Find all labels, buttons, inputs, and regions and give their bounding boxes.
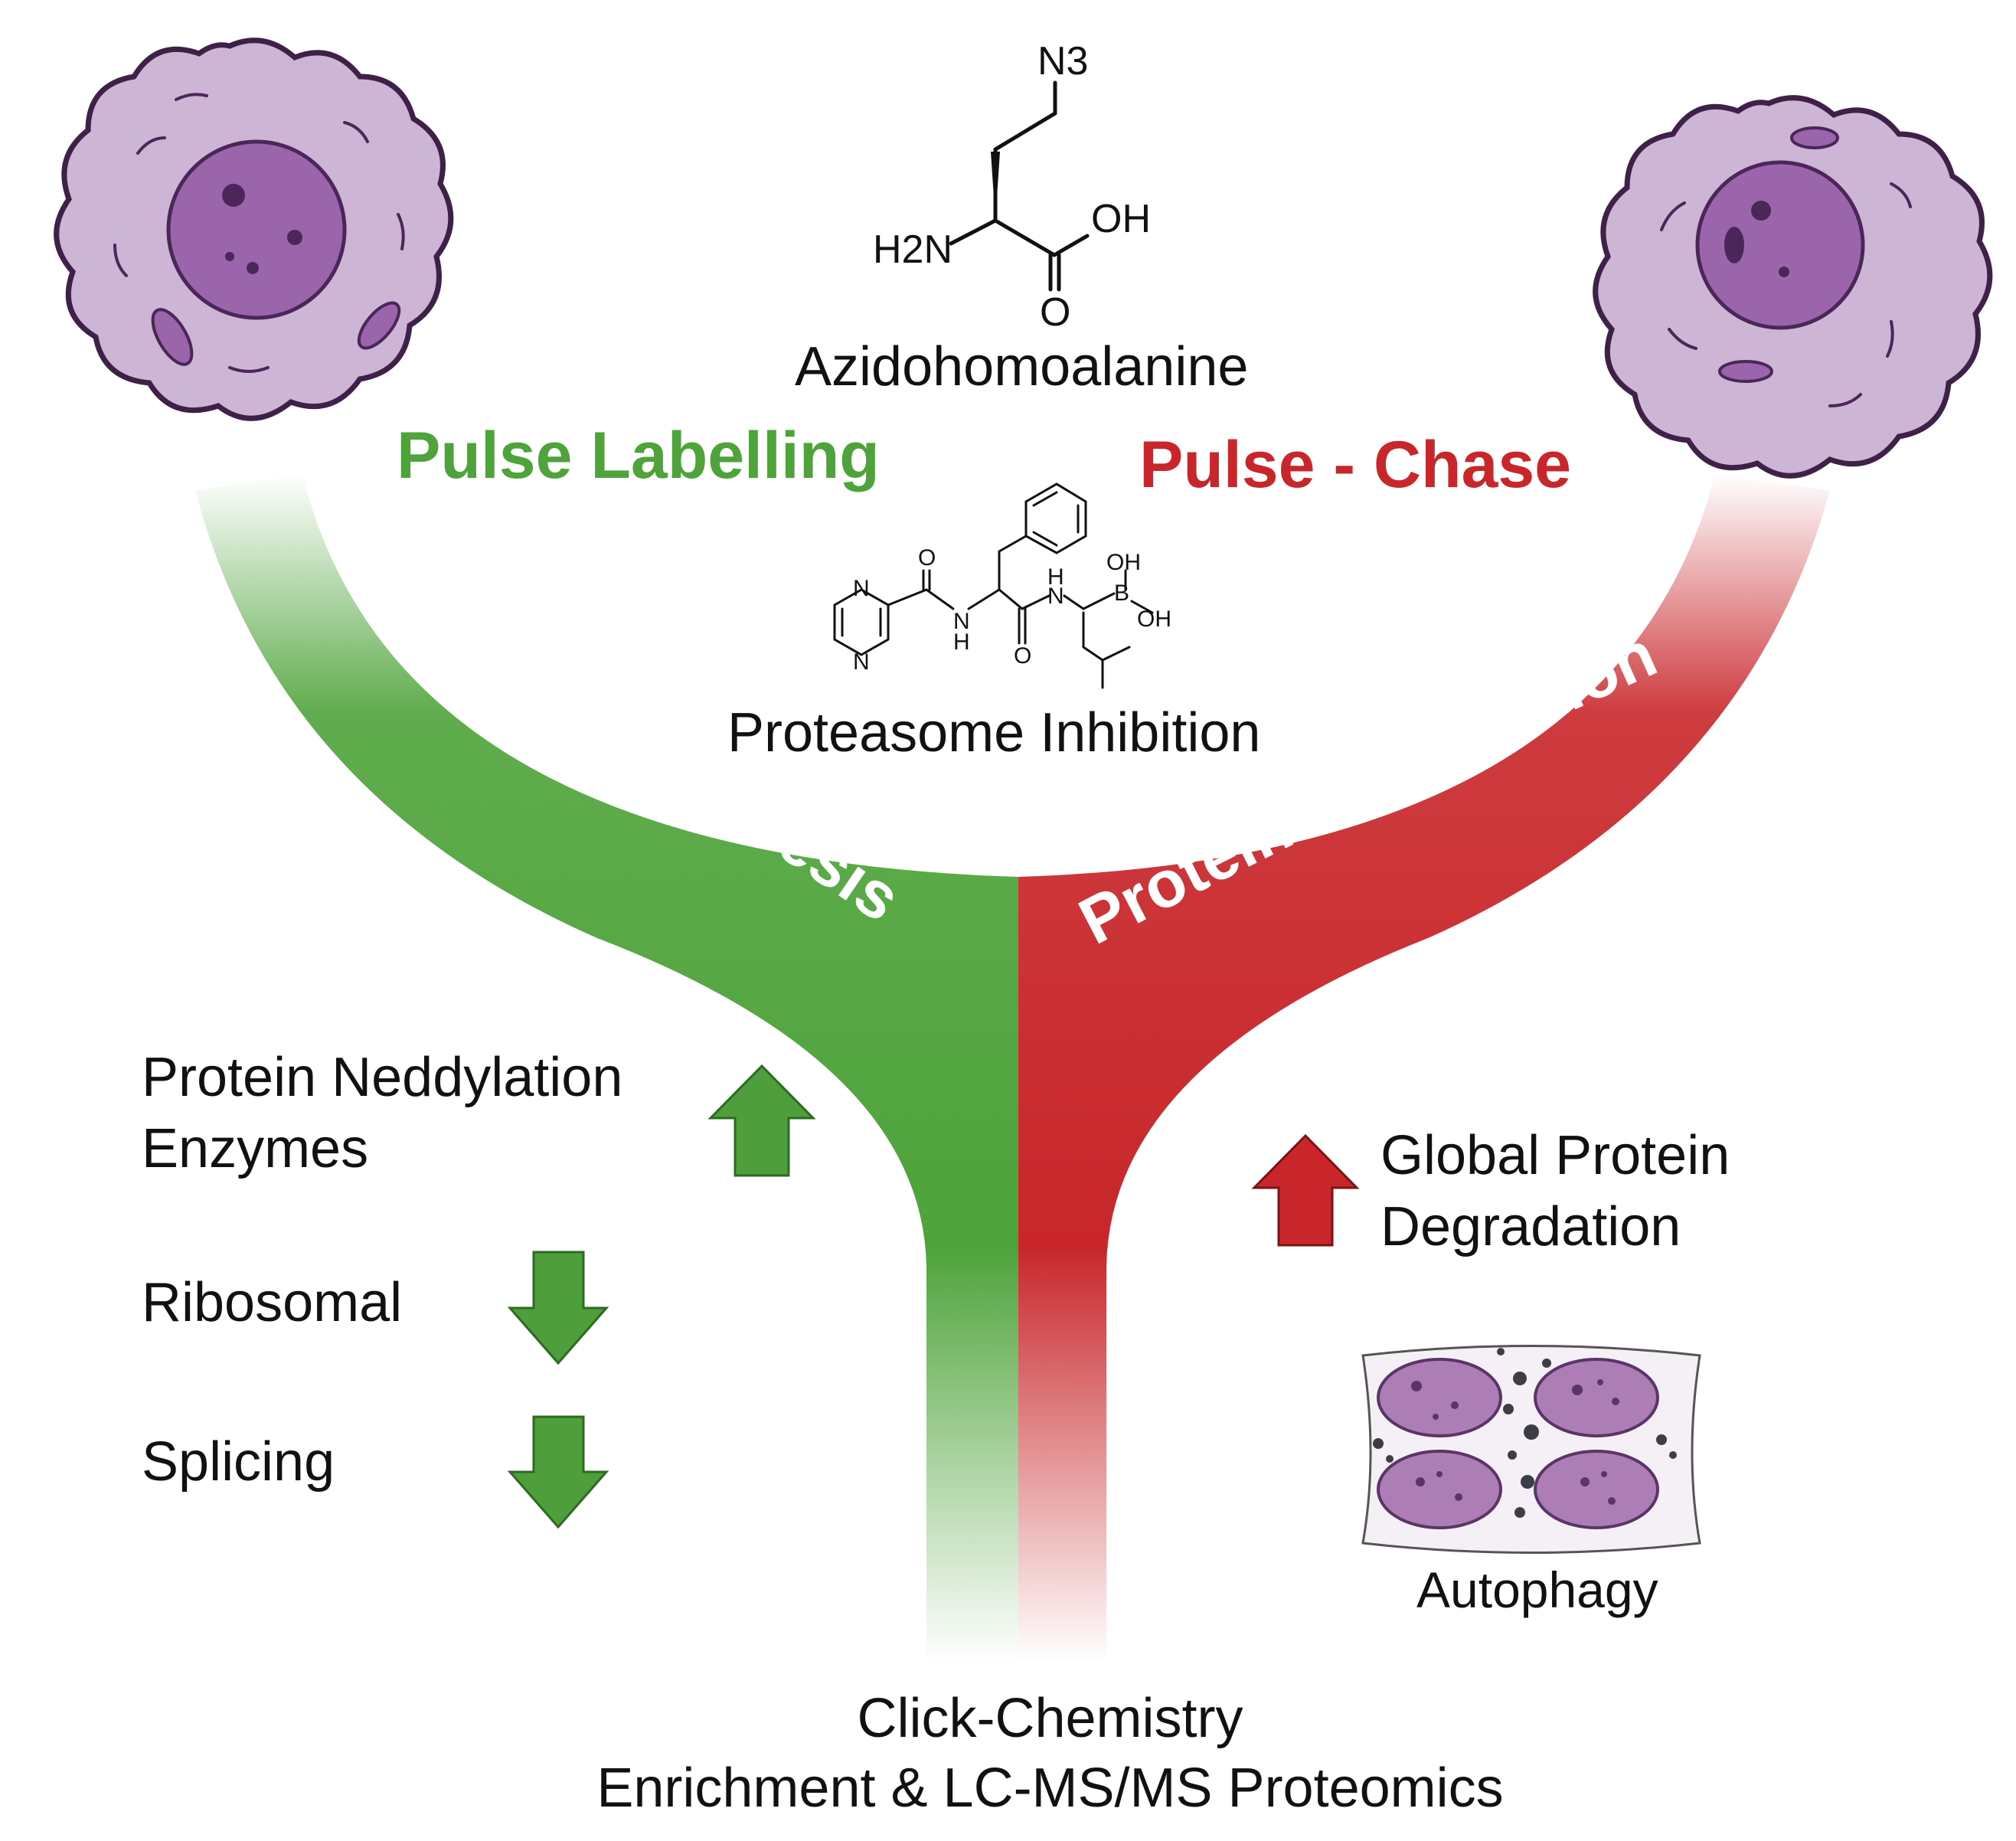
- arrow-down-ribosomal-icon: [507, 1251, 609, 1365]
- atom-o1: O: [918, 545, 936, 571]
- synthesis-band: [195, 475, 1018, 1662]
- atom-oh: OH: [1091, 197, 1151, 241]
- molecule-name-azidohomoalanine: Azidohomoalanine: [795, 336, 1249, 397]
- atom-b: B: [1114, 580, 1130, 606]
- atom-nh1-h: H: [953, 629, 970, 655]
- atom-pyrazine-n2: N: [853, 649, 870, 675]
- arrow-up-degradation-icon: [1251, 1133, 1360, 1247]
- arrow-up-neddylation-icon: [707, 1064, 816, 1177]
- cell-left-icon: [54, 38, 454, 421]
- cell-right-icon: [1593, 95, 1993, 479]
- atom-nh2-h: H: [1047, 564, 1064, 590]
- atom-nh1-n: N: [953, 609, 970, 634]
- title-pulse-labelling: Pulse Labelling: [397, 419, 880, 492]
- label-global-protein-degradation: Global Protein Degradation: [1380, 1125, 1730, 1258]
- atom-o: O: [1040, 290, 1071, 335]
- atom-n3: N3: [1037, 39, 1089, 83]
- atom-oh1: OH: [1106, 550, 1141, 575]
- proteasome-inhibitor-structure: [833, 482, 1154, 689]
- arrow-down-splicing-icon: [507, 1415, 609, 1529]
- label-splicing: Splicing: [142, 1431, 335, 1493]
- atom-pyrazine-n1: N: [853, 576, 870, 601]
- title-pulse-chase: Pulse - Chase: [1139, 428, 1571, 502]
- degradation-band: [1018, 475, 1830, 1662]
- atom-oh2: OH: [1137, 607, 1171, 632]
- label-ribosomal: Ribosomal: [142, 1272, 403, 1333]
- atom-o2: O: [1014, 643, 1032, 669]
- stereo-wedge: [991, 152, 1000, 221]
- molecule-name-proteasome-inhibition: Proteasome Inhibition: [727, 702, 1261, 764]
- label-autophagy: Autophagy: [1416, 1561, 1658, 1618]
- autophagy-icon: [1361, 1345, 1701, 1554]
- bottom-caption: Click-Chemistry Enrichment & LC-MS/MS Pr…: [596, 1688, 1504, 1820]
- atom-nh2-n: N: [1047, 584, 1064, 609]
- atom-h2n: H2N: [873, 227, 953, 272]
- label-protein-neddylation: Protein Neddylation Enzymes: [142, 1047, 623, 1180]
- azidohomoalanine-structure: [949, 80, 1090, 292]
